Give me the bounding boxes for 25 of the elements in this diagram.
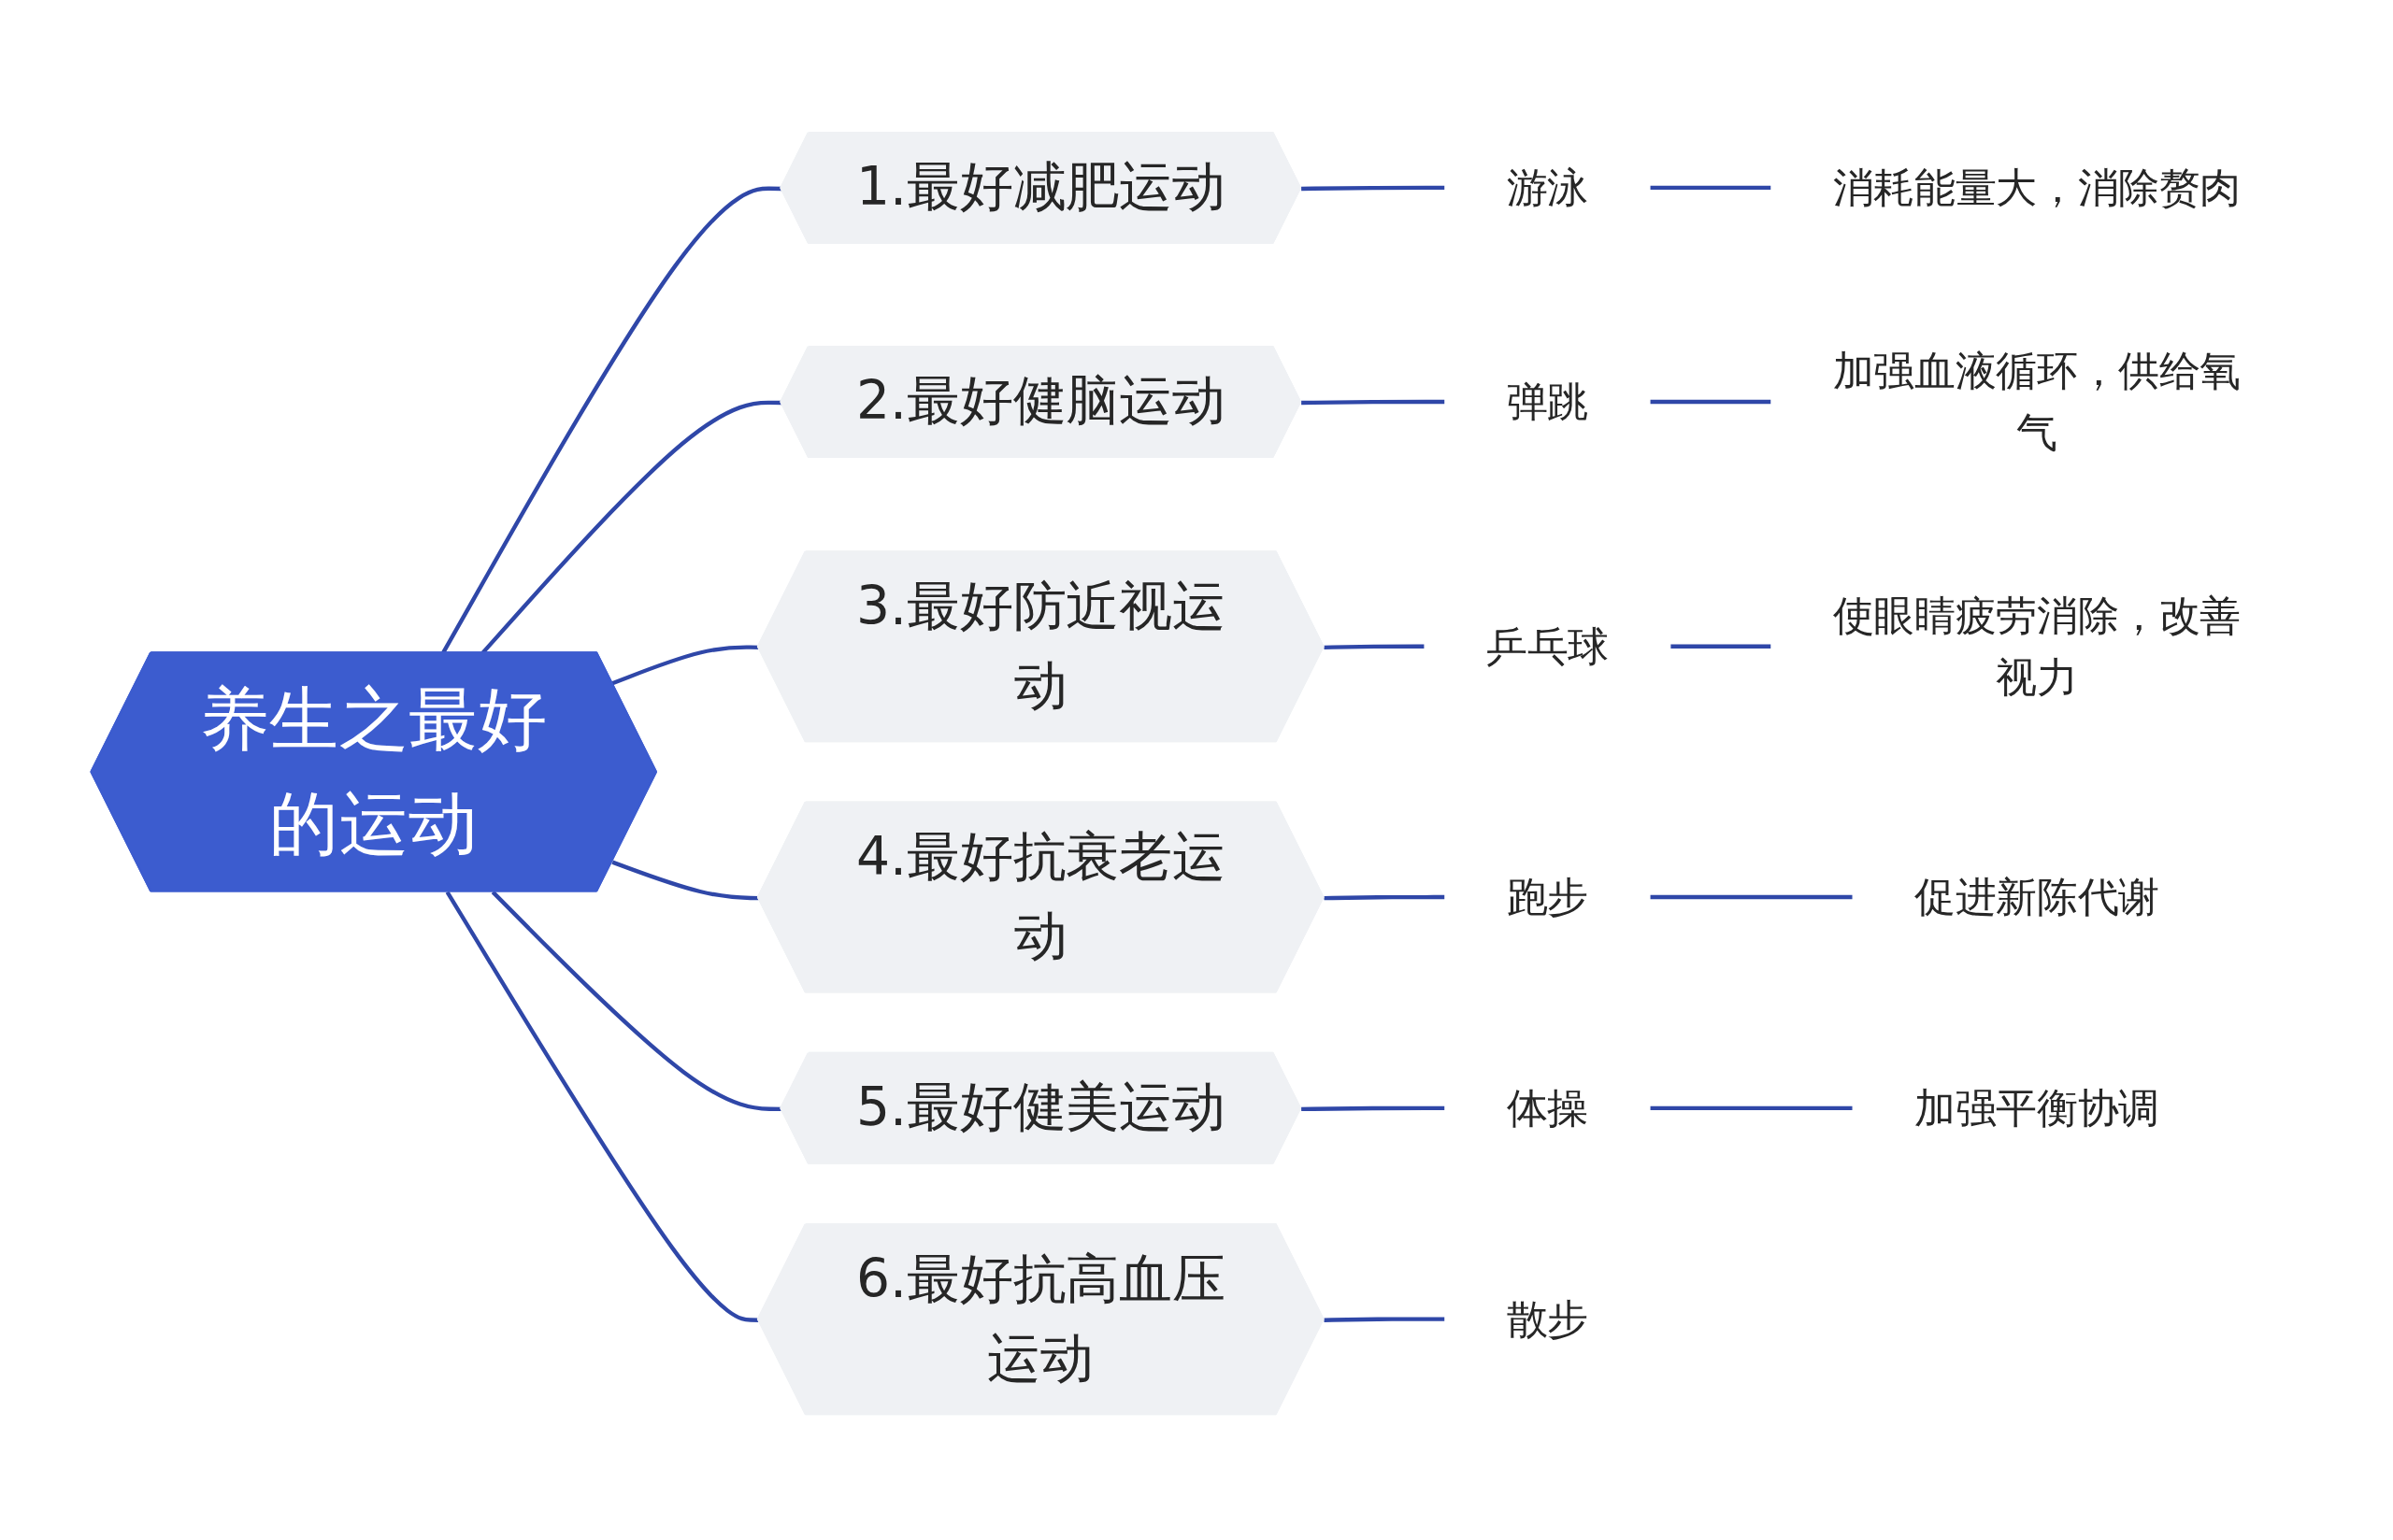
node-text: 游泳 [1506, 163, 1589, 212]
node-text: 体操 [1506, 1083, 1589, 1133]
connector [611, 645, 760, 686]
connector [1649, 185, 1772, 190]
connector [1324, 644, 1426, 649]
connector [1324, 1317, 1446, 1322]
connector [1669, 644, 1772, 649]
connector [1649, 894, 1854, 899]
connector [445, 891, 760, 1322]
node-text: 乒乓球 [1485, 621, 1609, 671]
connector [1301, 1105, 1446, 1111]
connector [1324, 894, 1446, 901]
node-text: 散步 [1506, 1294, 1589, 1344]
node-text: 使眼睛疲劳消除，改善视力 [1832, 591, 2242, 702]
connector [1649, 1105, 1854, 1110]
node-text: 弹跳 [1506, 377, 1589, 426]
node-text: 加强平衡协调 [1914, 1083, 2159, 1133]
connector [1301, 399, 1446, 405]
node-text: 促进新陈代谢 [1914, 872, 2159, 921]
connector [611, 860, 760, 901]
node-text: 加强血液循环，供给氧气 [1832, 346, 2242, 457]
node-text: 消耗能量大，消除赘肉 [1832, 163, 2242, 212]
connector [1301, 185, 1446, 191]
node-text: 跑步 [1506, 872, 1589, 921]
connector [1649, 399, 1772, 404]
